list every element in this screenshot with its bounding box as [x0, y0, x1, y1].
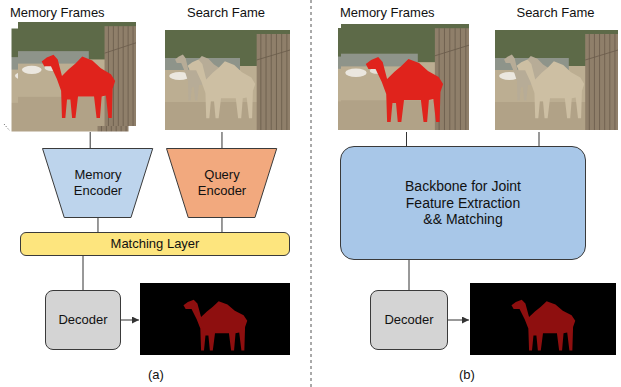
encoder-block: Memory Encoder: [42, 148, 153, 218]
block-label: Backbone for Joint Feature Extraction &&…: [399, 178, 527, 228]
stack-dots: [4, 124, 10, 131]
block-label: Matching Layer: [111, 236, 200, 252]
connector-line: [409, 260, 410, 290]
panel-heading: Search Fame: [160, 4, 292, 21]
decoder-block: Decoder: [370, 290, 448, 350]
backbone-block: Backbone for Joint Feature Extraction &&…: [340, 146, 586, 260]
camel-mask-overlay: [42, 55, 115, 118]
image-panel: Memory Frames: [338, 4, 473, 132]
panel-heading: Memory Frames: [338, 4, 473, 21]
block-label: Memory Encoder: [66, 167, 130, 198]
connector-line: [539, 132, 540, 146]
block-label: Decoder: [384, 312, 433, 328]
search-frame: [165, 30, 290, 130]
block-label: Decoder: [58, 312, 107, 328]
search-frame: [495, 30, 618, 130]
mask-output: [140, 283, 290, 355]
panel-caption: (a): [146, 367, 166, 382]
mask-output: [470, 283, 616, 355]
panel-caption: (b): [457, 367, 477, 382]
camel: [517, 60, 585, 119]
connector-line: [221, 218, 222, 232]
trapezoid-shape: [43, 149, 153, 218]
connector-line: [90, 132, 91, 148]
encoder-block: Query Encoder: [166, 148, 277, 218]
camel-mask: [183, 300, 247, 351]
panel-heading: Search Fame: [492, 4, 619, 21]
decoder-block: Decoder: [45, 290, 121, 350]
connector-line: [406, 132, 407, 146]
camel-mask: [511, 300, 575, 351]
memory-frame: [18, 22, 136, 126]
camel-mask-overlay: [366, 57, 443, 122]
block-label: Query Encoder: [190, 167, 254, 198]
memory-frame: [341, 24, 469, 130]
matching-layer: Matching Layer: [20, 232, 290, 256]
image-panel: Search Fame: [492, 4, 619, 132]
output-arrow: [448, 320, 469, 321]
panel-heading: Memory Frames: [8, 4, 138, 21]
connector-line: [97, 218, 98, 232]
connector-line: [221, 132, 222, 148]
panel-divider: [311, 0, 312, 387]
trapezoid-shape: [167, 149, 277, 218]
image-panel: Memory Frames: [8, 4, 138, 132]
connector-line: [83, 256, 84, 290]
image-panel: Search Fame: [160, 4, 292, 132]
output-arrow: [121, 320, 139, 321]
camel: [188, 60, 256, 119]
